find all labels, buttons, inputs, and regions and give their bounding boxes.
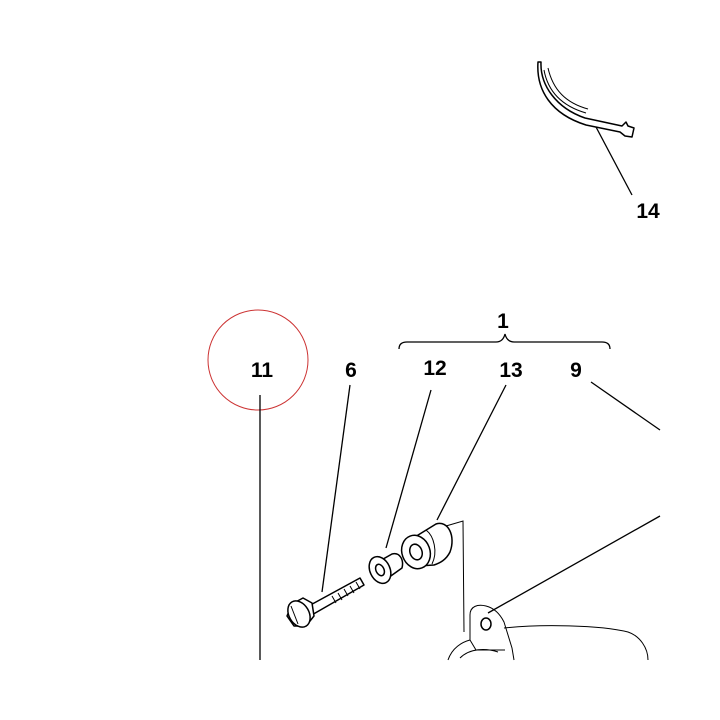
callout-6: 6 — [345, 359, 357, 382]
callout-11: 11 — [251, 359, 274, 382]
leader-13 — [436, 384, 507, 521]
callout-14: 14 — [636, 200, 660, 223]
part-housing[interactable] — [445, 520, 649, 661]
leader-9 — [590, 381, 661, 431]
part-6-bolt[interactable] — [283, 577, 365, 631]
part-14-strap[interactable] — [537, 61, 635, 138]
leader-6 — [321, 384, 351, 593]
leader-12 — [385, 389, 432, 549]
bracket-1 — [398, 333, 611, 350]
callout-1: 1 — [497, 310, 509, 333]
part-12-washer[interactable] — [365, 552, 404, 587]
callout-9: 9 — [570, 359, 582, 382]
highlight-circle — [207, 309, 309, 411]
callout-12: 12 — [423, 357, 446, 380]
part-13-bushing[interactable] — [397, 522, 453, 572]
leader-14 — [595, 126, 633, 196]
leader-mount — [487, 515, 661, 614]
callout-13: 13 — [499, 359, 522, 382]
